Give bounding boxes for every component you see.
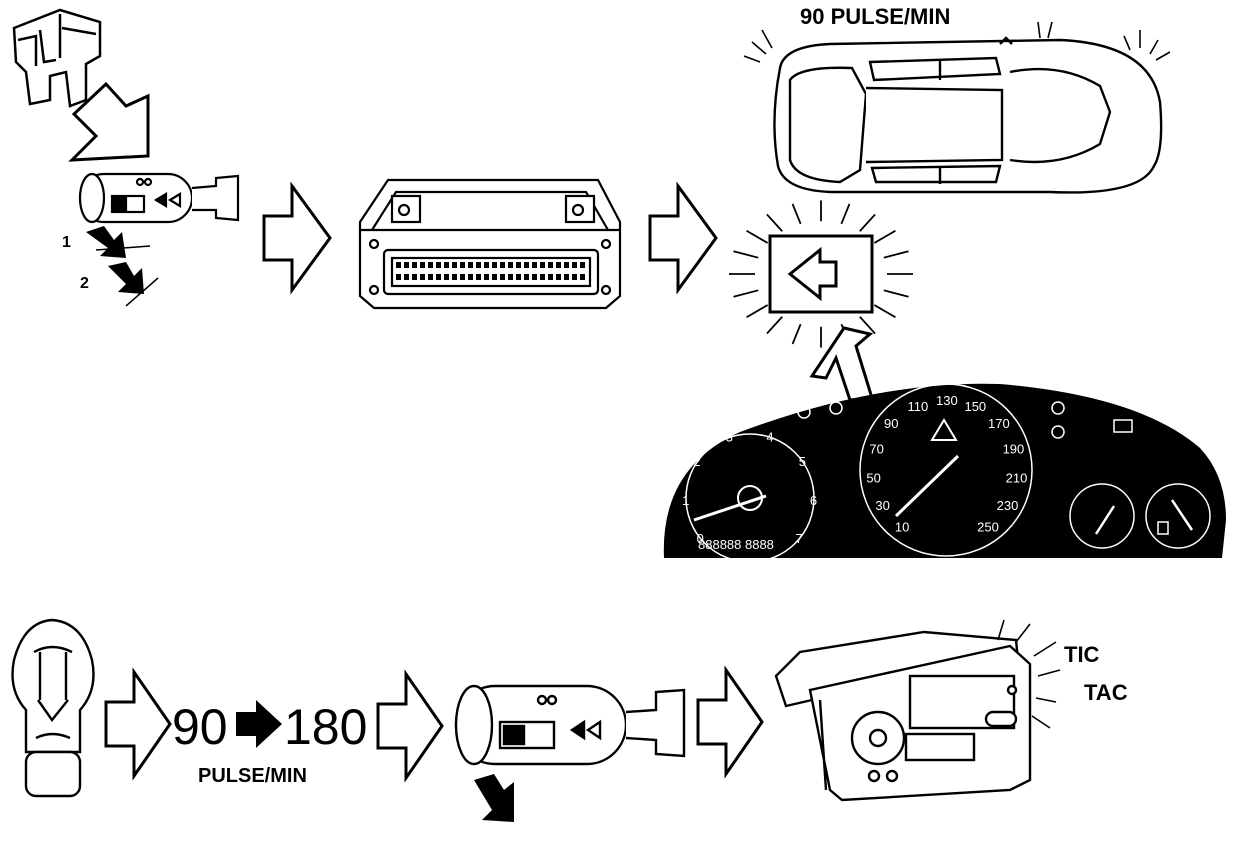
rate-unit-label: PULSE/MIN (198, 765, 307, 787)
parking-brake-icon (1051, 425, 1065, 439)
speedometer-tick-label: 90 (884, 416, 898, 431)
car-top-view-icon (773, 36, 1163, 194)
tachometer-tick-label: 2 (693, 454, 700, 469)
speedometer-tick-label: 110 (908, 399, 929, 414)
indicator-stalk-large-icon (454, 684, 686, 766)
headlight-icon (829, 401, 843, 415)
step-1-label: 1 (62, 234, 71, 251)
battery-warning-icon (1113, 419, 1133, 433)
tac-label: TAC (1084, 680, 1128, 705)
arrow-stalk-to-module-icon (262, 181, 332, 295)
tachometer-tick-label: 0 (697, 531, 704, 546)
tachometer-tick-label: 6 (810, 493, 817, 508)
speedometer-tick-label: 250 (977, 520, 999, 535)
arrow-rate-to-stalk-icon (376, 669, 444, 783)
fuse-icon (12, 8, 102, 108)
speedometer-tick-label: 50 (866, 470, 880, 485)
fuel-gauge (1145, 483, 1211, 549)
speedometer-tick-label: 10 (895, 520, 909, 535)
hazard-warning-icon (930, 418, 958, 441)
flashing-indicator-icon (729, 200, 913, 348)
speedometer-tick-label: 190 (1003, 441, 1025, 456)
speedometer-tick-label: 30 (875, 498, 889, 513)
speedometer-needle (894, 454, 960, 518)
arrow-module-to-flasher-icon (648, 181, 718, 295)
rate-from-value: 90 (172, 699, 228, 755)
tic-label: TIC (1064, 642, 1100, 667)
step-2-label: 2 (80, 275, 89, 292)
fuel-pump-icon (1157, 521, 1169, 535)
stalk-push-down-arrow-icon (474, 774, 514, 822)
arrow-bulb-to-rate-icon (104, 667, 172, 781)
tachometer-tick-label: 7 (795, 531, 802, 546)
car-flash-rays (743, 21, 1171, 63)
tachometer-tick-label: 3 (726, 429, 733, 444)
arrow-fuse-to-stalk-icon (68, 81, 150, 162)
indicator-stalk-small-icon (78, 172, 240, 224)
tachometer-needle (693, 494, 767, 522)
tachometer-tick-label: 1 (682, 493, 689, 508)
speedometer-tick-label: 150 (964, 399, 986, 414)
bulb-icon (11, 618, 95, 798)
rate-increase-arrow-icon (236, 700, 282, 748)
tachometer-tick-label: 5 (799, 454, 806, 469)
fog-light-icon (797, 405, 811, 419)
speedometer-dial (859, 383, 1033, 557)
buzzer-unit-icon (774, 630, 1032, 802)
speedometer-tick-label: 230 (997, 498, 1019, 513)
speedometer-tick-label: 130 (936, 393, 958, 408)
odometer-readout: 888888 8888 (698, 537, 774, 552)
control-module-icon (358, 178, 622, 310)
rate-to-value: 180 (284, 699, 367, 755)
module-connector-pins (396, 262, 585, 280)
speedometer-tick-label: 210 (1006, 470, 1028, 485)
speedometer-tick-label: 170 (988, 416, 1010, 431)
arrow-stalk-to-buzzer-icon (696, 665, 764, 779)
stalk-action-arrows (86, 226, 159, 307)
buzzer-sound-rays (997, 619, 1061, 729)
tachometer-tick-label: 4 (766, 429, 773, 444)
temperature-gauge (1069, 483, 1135, 549)
speedometer-tick-label: 70 (869, 441, 883, 456)
brake-warning-icon (1051, 401, 1065, 415)
tachometer-dial (685, 433, 815, 563)
pulse-rate-top-label: 90 PULSE/MIN (800, 4, 950, 29)
